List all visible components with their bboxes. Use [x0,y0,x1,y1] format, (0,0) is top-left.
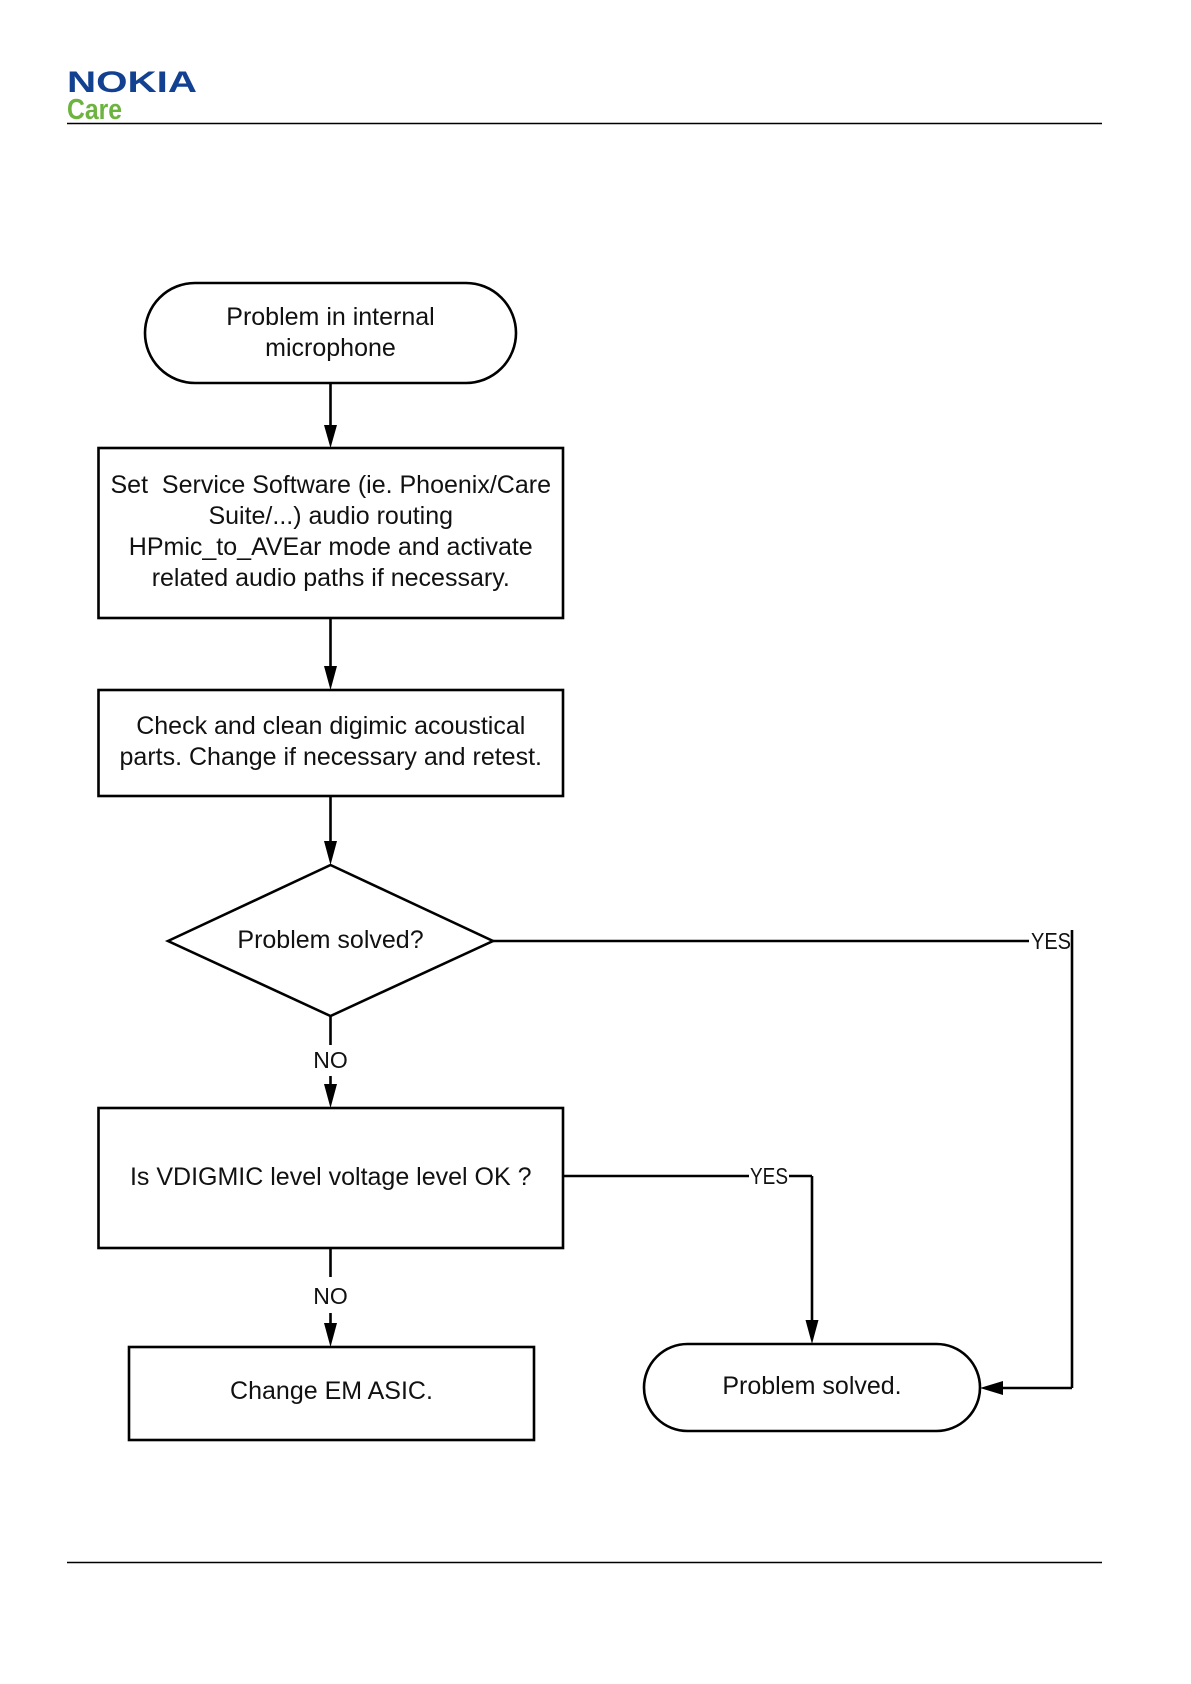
decision-problem-solved: Problem solved? [164,863,497,1018]
start-terminator: Problem in internal microphone [143,281,518,385]
decision-text: Problem solved? [237,926,423,954]
logo-sub-text: Care [67,94,122,126]
process-set-audio-routing: Set Service Software (ie. Phoenix/Care S… [97,446,565,620]
end-text: Problem solved. [722,1372,901,1400]
arrow-audio-routing-to-check-clean [324,618,337,690]
start-terminator-shape [143,281,518,385]
process-set-audio-routing-box [97,446,565,620]
edge-vdigmic-yes-to-end: YES [563,1163,819,1344]
edge-label-no: NO [313,1047,348,1073]
change-asic-text: Change EM ASIC. [230,1377,433,1405]
edge-label-yes: YES [750,1163,788,1189]
end-terminator-shape [642,1342,982,1433]
check-clean-text-line: Check and clean digimic acoustical [136,712,525,740]
process-change-asic-box [127,1345,536,1442]
audio-routing-text-line: Set Service Software (ie. Phoenix/Care [111,471,551,499]
edge-label-yes: YES [1031,928,1071,954]
start-text-line: microphone [265,334,396,362]
edge-vdigmic-no-to-change-asic: NO [313,1248,348,1347]
arrow-check-clean-to-decision [324,796,337,865]
audio-routing-text-line: related audio paths if necessary. [152,564,510,592]
process-check-and-clean: Check and clean digimic acoustical parts… [97,688,565,798]
process-vdigmic-check-box [97,1106,565,1250]
arrow-start-to-audio-routing [324,383,337,448]
logo-brand-text: NOKIA [67,66,197,99]
nokia-care-logo: NOKIA Care [67,66,197,126]
process-change-asic: Change EM ASIC. [127,1345,536,1442]
audio-routing-text-line: Suite/...) audio routing [208,502,453,530]
process-vdigmic-check: Is VDIGMIC level voltage level OK ? [97,1106,565,1250]
end-terminator: Problem solved. [642,1342,982,1433]
edge-decision-yes-to-end: YES [493,928,1074,1395]
audio-routing-text-line: HPmic_to_AVEar mode and activate [129,533,533,561]
edge-decision-no-to-vdigmic: NO [313,1016,348,1108]
vdigmic-text: Is VDIGMIC level voltage level OK ? [130,1163,532,1191]
check-clean-text-line: parts. Change if necessary and retest. [120,743,542,771]
start-text-line: Problem in internal [226,303,434,331]
edge-label-no: NO [313,1283,348,1309]
process-check-and-clean-box [97,688,565,798]
